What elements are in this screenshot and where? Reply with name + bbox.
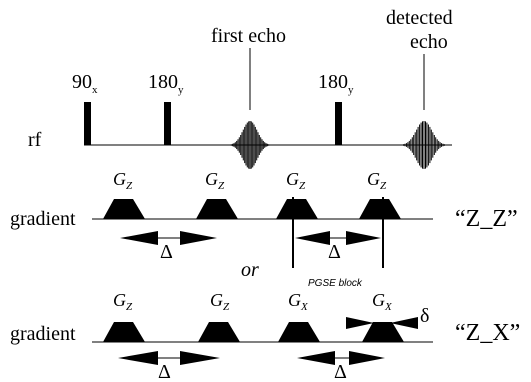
g-label-r1-3: GZ <box>286 169 306 192</box>
pulse-180b-bar <box>335 102 342 145</box>
delta-arrowhead-right-r2-b <box>349 351 385 365</box>
gradient-lobe-r1-2 <box>196 199 238 219</box>
delta-arrowhead-left-r2-b <box>297 351 335 365</box>
pulse-180a-label: 180y <box>148 71 184 96</box>
delta-label-r1: Δ <box>160 241 173 263</box>
detected-echo-label-line1: detected <box>386 7 453 29</box>
small-delta-label: δ <box>420 305 429 327</box>
delta-arrowhead-left-r2 <box>118 351 158 365</box>
rf-row-label: rf <box>28 129 42 151</box>
g-label-r1-1: GZ <box>113 169 133 192</box>
detected-echo-label-line2: echo <box>410 31 448 53</box>
pgse-arrowhead-left <box>295 231 330 245</box>
first-echo-label: first echo <box>211 25 286 47</box>
g-label-r2-2: GZ <box>210 290 230 313</box>
first-echo-signal <box>229 121 271 169</box>
g-label-r1-2: GZ <box>205 169 225 192</box>
detected-echo-signal <box>401 121 447 169</box>
gradient-lobe-r2-3 <box>278 322 320 342</box>
small-delta-arrowhead-left <box>346 317 374 329</box>
pulse-180a-bar <box>164 102 171 145</box>
gradient-lobe-r2-4 <box>362 322 404 342</box>
gradient-lobe-r2-2 <box>198 322 240 342</box>
gradient-lobe-r1-1 <box>103 199 145 219</box>
pulse-90-label: 90x <box>72 71 98 96</box>
pgse-block-label: PGSE block <box>308 278 363 289</box>
pgse-delta-label: Δ <box>328 241 341 263</box>
delta-label-r2-b: Δ <box>334 361 347 382</box>
g-label-r2-1: GZ <box>113 290 133 313</box>
g-label-r1-4: GZ <box>367 169 387 192</box>
gradient-row2-label: gradient <box>10 323 76 345</box>
pulse-90-bar <box>84 102 91 145</box>
delta-arrowhead-right-r1 <box>180 231 217 245</box>
g-label-r2-4: GX <box>372 290 393 313</box>
delta-label-r2: Δ <box>158 361 171 382</box>
small-delta-arrowhead-right <box>390 317 418 329</box>
gradient-lobe-r1-3 <box>276 199 318 219</box>
or-label: or <box>241 259 259 281</box>
pgse-arrowhead-right <box>346 231 381 245</box>
pulse-180b-label: 180y <box>318 71 354 96</box>
delta-arrowhead-right-r2 <box>180 351 220 365</box>
gradient-row1-label: gradient <box>10 208 76 230</box>
g-label-r2-3: GX <box>288 290 309 313</box>
delta-arrowhead-left-r1 <box>120 231 158 245</box>
zz-label: “Z_Z” <box>455 206 518 232</box>
zx-label: “Z_X” <box>455 320 520 346</box>
gradient-lobe-r2-1 <box>103 322 145 342</box>
gradient-lobe-r1-4 <box>359 199 401 219</box>
